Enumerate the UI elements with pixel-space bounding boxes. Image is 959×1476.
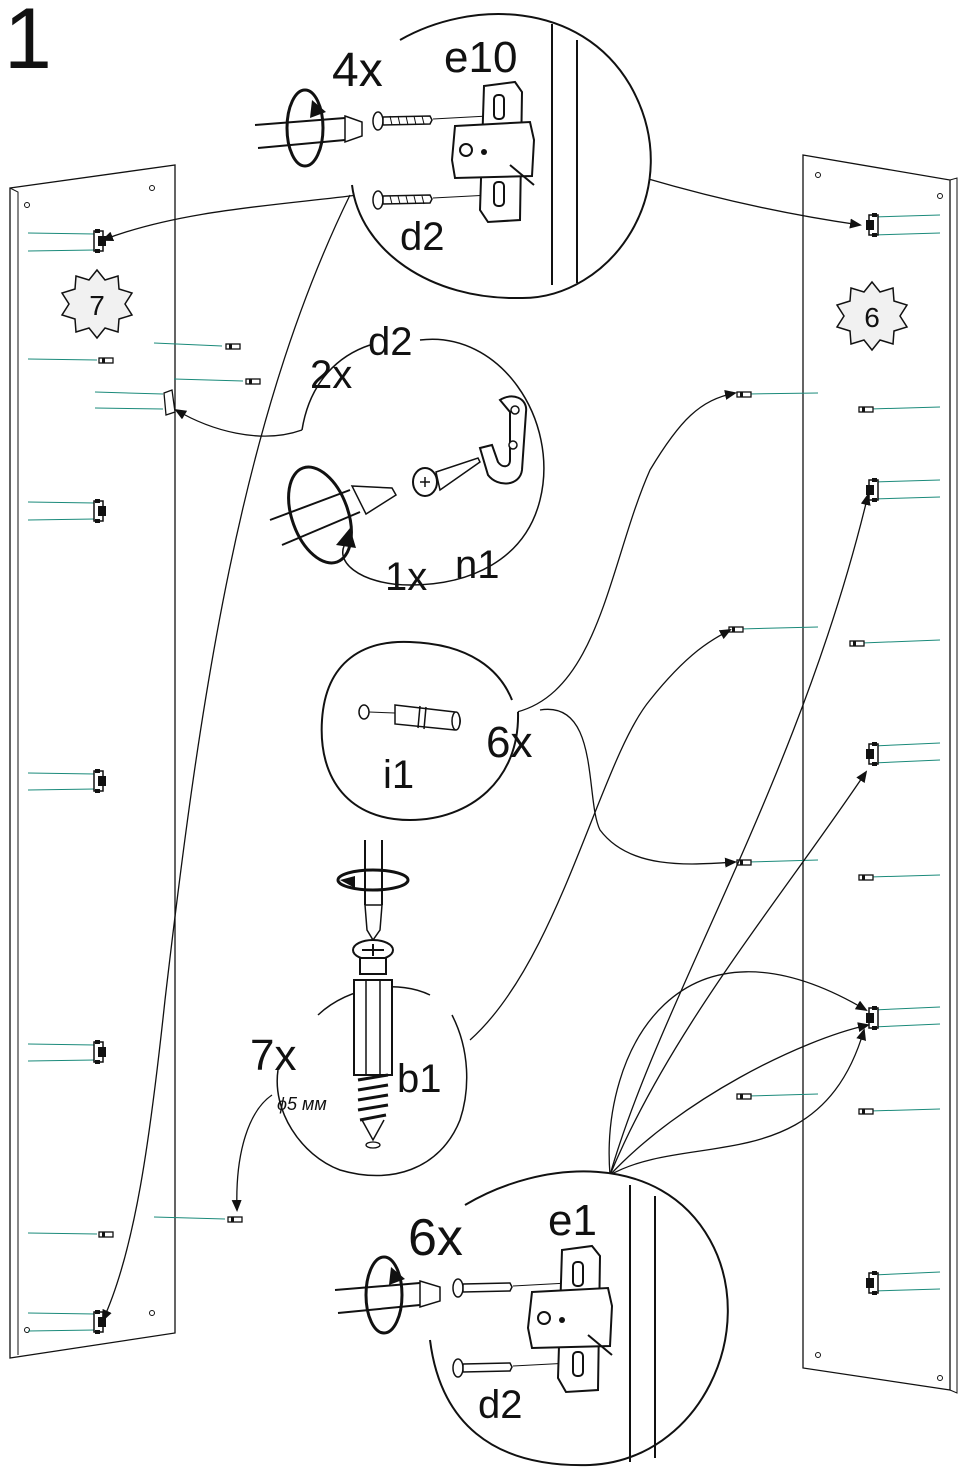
screw-icon — [452, 1278, 513, 1378]
hinge-bottom-qty: 6x — [408, 1209, 463, 1267]
hook-icon — [478, 395, 528, 485]
hinge-plate-icon — [450, 80, 536, 224]
hook-part-code: n1 — [455, 543, 500, 587]
callout-hook: 2x d2 1x n1 — [269, 320, 545, 599]
callout-dowel: i1 6x — [320, 640, 532, 822]
confirmat-drill: ϕ5 мм — [277, 1094, 327, 1114]
step-number: 1 — [4, 0, 52, 87]
hinge-top-qty: 4x — [332, 44, 383, 97]
hook-screw-qty: 2x — [310, 353, 352, 397]
dowel-qty: 6x — [486, 718, 532, 767]
leader-lines — [101, 177, 871, 1322]
rotation-arrow-icon — [364, 1255, 405, 1335]
confirmat-part: b1 — [397, 1057, 442, 1101]
confirmat-screw-icon — [352, 939, 394, 1149]
rotation-arrow-icon — [285, 88, 326, 168]
left-panel-badge: 7 — [60, 268, 134, 340]
screw-icon — [412, 457, 481, 497]
hook-screw-code: d2 — [368, 320, 413, 364]
callout-confirmat: 7x b1 ϕ5 мм — [250, 840, 468, 1177]
confirmat-qty: 7x — [250, 1031, 296, 1080]
right-side-panel — [802, 154, 958, 1394]
screwdriver-icon — [334, 1279, 441, 1314]
hinge-top-part: e10 — [444, 33, 517, 82]
hinge-bottom-part: e1 — [548, 1196, 597, 1245]
right-panel-fittings — [739, 214, 941, 1292]
left-side-panel — [9, 164, 176, 1359]
dowel-icon — [358, 704, 461, 731]
rotation-arrow-icon — [336, 868, 410, 892]
hinge-top-screw: d2 — [400, 215, 445, 259]
svg-text:6: 6 — [864, 302, 880, 333]
screwdriver-icon — [254, 114, 363, 149]
screw-icon — [372, 111, 433, 210]
left-panel-fittings — [27, 232, 244, 1332]
hinge-plate-icon — [526, 1244, 614, 1394]
screwdriver-icon — [364, 840, 383, 942]
dowel-part: i1 — [383, 753, 414, 797]
right-panel-badge: 6 — [835, 280, 909, 352]
callout-hinge-top: 4x e10 d2 — [254, 13, 652, 300]
callout-hinge-bottom: 6x e1 d2 — [334, 1170, 729, 1467]
rotation-arrow-icon — [287, 465, 356, 565]
screwdriver-icon — [269, 485, 398, 546]
svg-text:7: 7 — [89, 290, 105, 321]
hook-part-qty: 1x — [385, 555, 427, 599]
hinge-bottom-screw: d2 — [478, 1383, 523, 1427]
